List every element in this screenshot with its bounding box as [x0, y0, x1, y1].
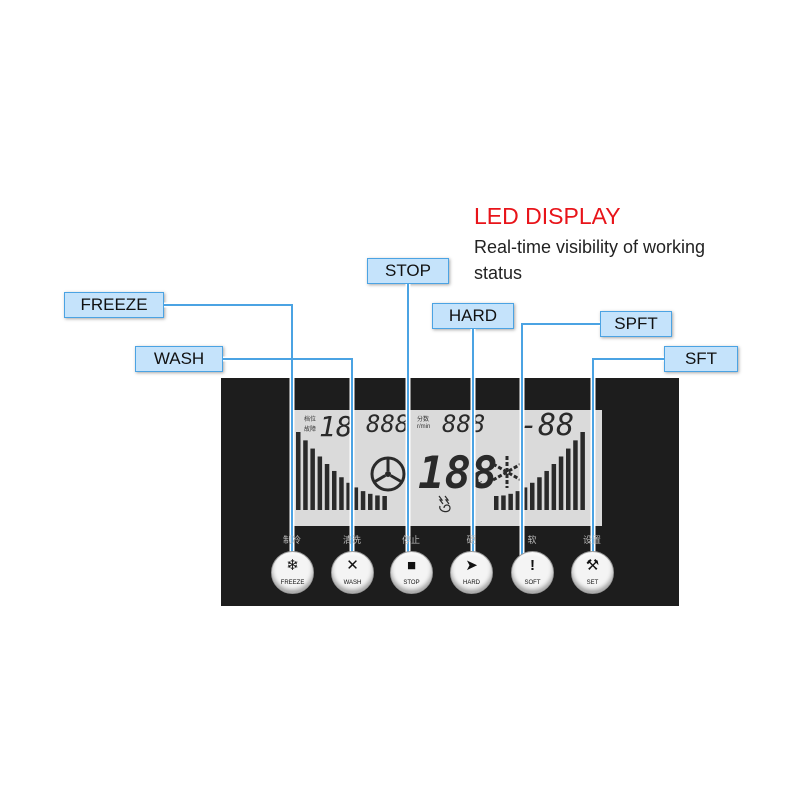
lcd-level-bar: [332, 470, 337, 510]
lcd-digits-speed: 888: [366, 410, 410, 438]
stop-button[interactable]: ■ STOP: [390, 551, 433, 594]
button-caption-soft: 软: [527, 535, 537, 545]
lcd-speed-label: 分数: [417, 417, 430, 423]
lcd-level-bar: [573, 440, 578, 510]
lcd-level-bar: [324, 464, 330, 510]
wash-button-label: WASH: [343, 580, 362, 586]
lcd-level-bar: [310, 448, 315, 510]
set-button-label: SET: [586, 580, 599, 586]
button-caption-wash: 清洗: [342, 535, 361, 545]
snowflake-icon: ❄: [286, 557, 299, 574]
hard-button-label: HARD: [462, 580, 480, 586]
lcd-bars-left: [296, 432, 387, 510]
lcd-level-bar: [530, 482, 535, 510]
callout-wash: WASH: [135, 346, 223, 372]
lcd-bars-right: [494, 432, 585, 510]
lcd-level-bar: [501, 495, 506, 510]
lcd-level-bar: [375, 495, 380, 510]
lcd-level-bar: [544, 470, 549, 510]
lcd-screen: 档位 故障 18 888 分数 r/min 888 -88 188 %: [292, 408, 602, 526]
lcd-label-gear: 档位: [304, 417, 317, 423]
wrench-icon: ⚒: [585, 557, 600, 574]
lcd-level-bar: [537, 477, 542, 510]
exclamation-icon: !: [530, 557, 535, 574]
callout-hard: HARD: [432, 303, 514, 329]
lcd-level-bar: [353, 487, 359, 510]
arrow-icon: ➤: [465, 557, 478, 574]
set-button[interactable]: ⚒ SET: [571, 551, 614, 594]
callout-spft: SPFT: [600, 311, 672, 337]
snowflake-icon: [492, 456, 522, 488]
button-caption-hard: 硬: [466, 535, 476, 545]
button-caption-set: 设置: [582, 535, 601, 545]
lcd-label-fault: 故障: [304, 427, 317, 433]
button-caption-stop: 停止: [401, 535, 420, 545]
hard-button[interactable]: ➤ HARD: [450, 551, 493, 594]
lcd-digits-gear: 18: [319, 410, 353, 443]
lcd-level-bar: [360, 491, 366, 510]
title: LED DISPLAY: [474, 203, 621, 229]
lcd-level-bar: [382, 496, 387, 510]
lcd-level-bar: [508, 493, 513, 510]
lcd-percent: %: [474, 476, 483, 492]
lcd-digits-right: -88: [520, 408, 575, 443]
lcd-level-bar: [551, 464, 557, 510]
subtitle: Real-time visibility of working status: [474, 237, 706, 283]
fan-icon: ✕: [346, 557, 359, 574]
wash-button[interactable]: ✕ WASH: [331, 551, 374, 594]
lcd-level-bar: [494, 496, 499, 510]
lcd-level-bar: [580, 432, 585, 510]
lcd-digits-mid: 888: [442, 410, 486, 438]
callout-stop: STOP: [367, 258, 449, 284]
lcd-digits-big: 188: [418, 448, 498, 499]
lcd-level-bar: [515, 491, 521, 510]
callout-sft: SFT: [664, 346, 738, 372]
lcd-speed-unit: r/min: [417, 424, 431, 430]
lcd-level-bar: [566, 448, 571, 510]
lcd-level-bar: [317, 456, 323, 510]
stop-icon: ■: [406, 557, 417, 574]
lcd-level-bar: [346, 482, 351, 510]
lcd-level-bar: [368, 493, 373, 510]
lcd-level-bar: [522, 487, 528, 510]
button-caption-freeze: 制冷: [282, 535, 301, 545]
fan-icon: [370, 456, 406, 492]
soft-button[interactable]: ! SOFT: [511, 551, 554, 594]
soft-button-label: SOFT: [524, 580, 541, 586]
freeze-button-label: FREEZE: [280, 580, 305, 586]
lcd-level-bar: [296, 432, 301, 510]
stop-button-label: STOP: [403, 580, 420, 586]
lcd-graphics: [296, 432, 585, 513]
lcd-level-bar: [558, 456, 564, 510]
callout-freeze: FREEZE: [64, 292, 164, 318]
lcd-level-bar: [303, 440, 308, 510]
motor-icon: [438, 495, 451, 513]
lcd-level-bar: [339, 477, 344, 510]
freeze-button[interactable]: ❄ FREEZE: [271, 551, 314, 594]
